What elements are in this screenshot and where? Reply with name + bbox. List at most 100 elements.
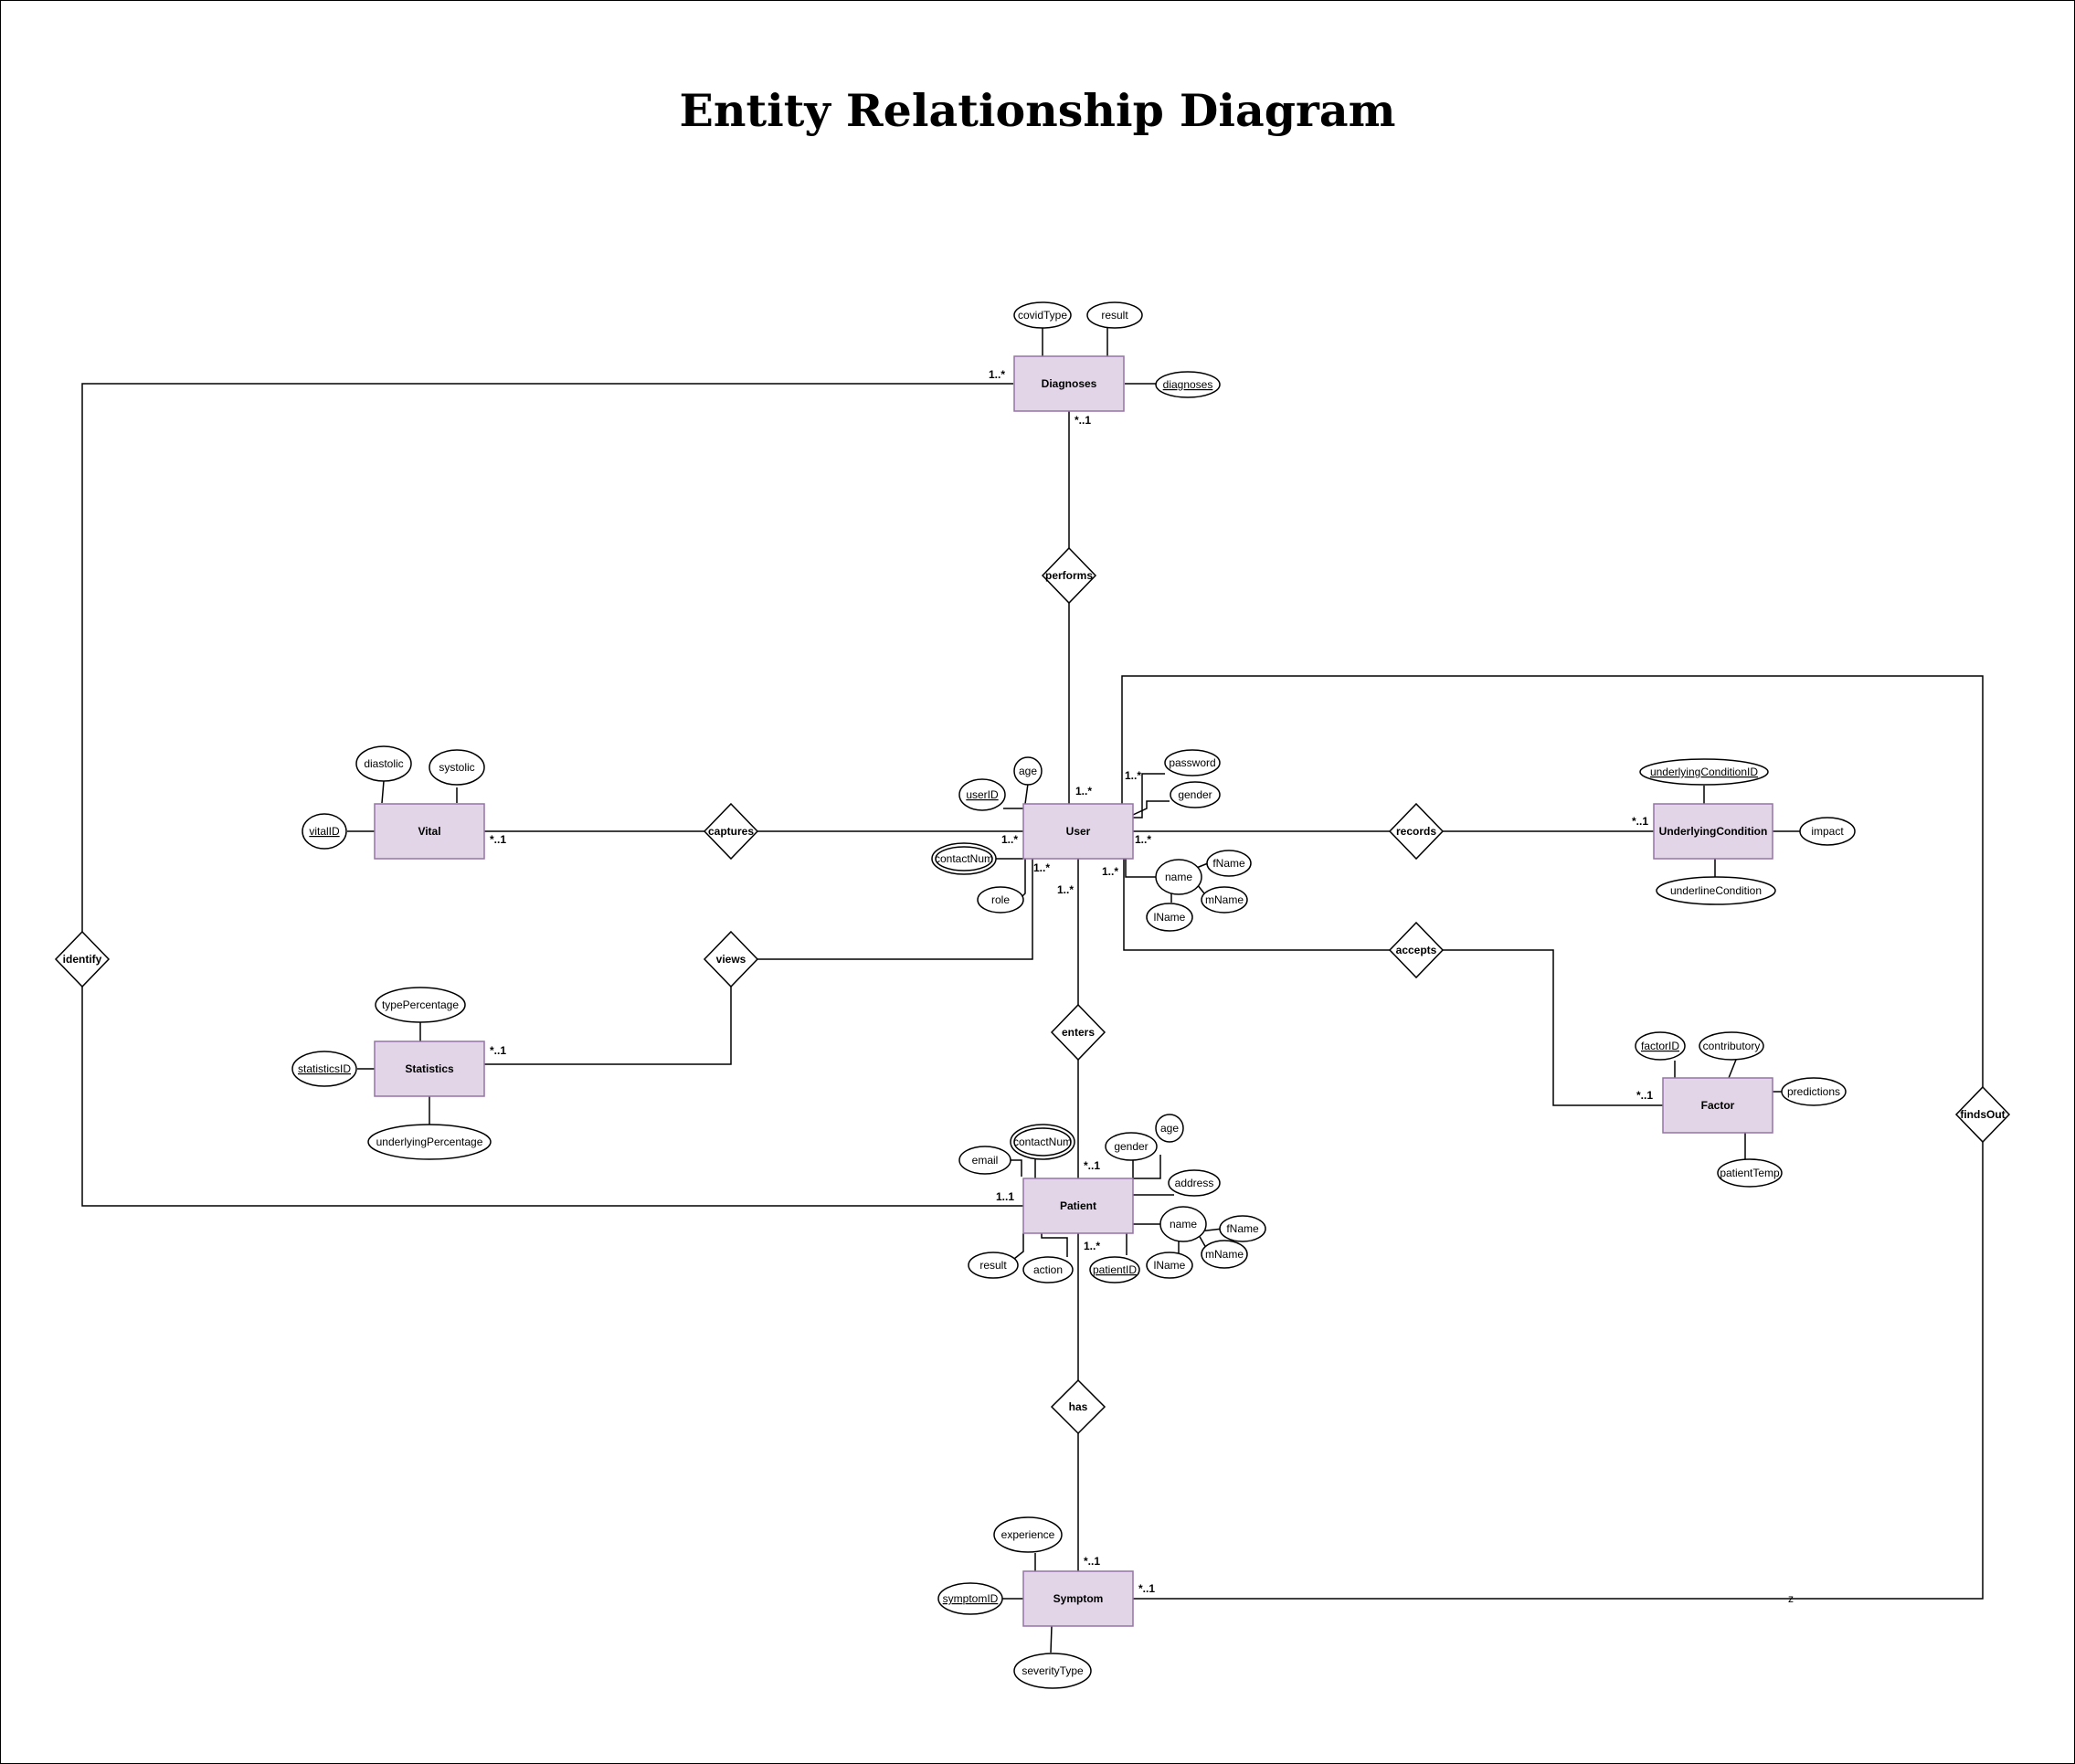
entity-patient[interactable]: Patient [1022,1178,1134,1234]
card-patient-enters: *..1 [1084,1159,1100,1172]
card-patient-has: 1..* [1084,1240,1100,1252]
svg-text:UnderlyingCondition: UnderlyingCondition [1659,825,1768,838]
svg-text:contactNum: contactNum [1013,1136,1072,1148]
relationship-accepts[interactable]: accepts [1388,921,1445,979]
svg-text:experience: experience [1001,1528,1055,1541]
svg-text:Diagnoses: Diagnoses [1042,377,1097,390]
svg-text:gender: gender [1114,1140,1148,1153]
svg-text:Patient: Patient [1060,1199,1096,1212]
card-user-performs: 1..* [1075,785,1092,797]
svg-text:role: role [991,893,1010,906]
relationship-performs[interactable]: performs [1041,546,1097,605]
svg-text:records: records [1396,825,1436,838]
svg-text:age: age [1019,765,1037,777]
card-diagnoses-identify: 1..* [989,368,1005,381]
svg-text:address: address [1175,1177,1214,1189]
entity-diagnoses[interactable]: Diagnoses [1013,355,1125,412]
card-symptom-findsout: *..1 [1138,1582,1155,1595]
card-user-captures: 1..* [1001,833,1018,846]
edge-identify-patient [81,987,1023,1207]
svg-text:name: name [1170,1218,1197,1231]
relationship-records[interactable]: records [1388,802,1445,861]
attr-symptom-severitytype: severityType [1013,1653,1092,1689]
relationship-findsout[interactable]: findsOut [1954,1085,2011,1144]
card-underlying-records: *..1 [1632,815,1648,828]
card-diagnoses-performs: *..1 [1075,414,1091,427]
attr-user-lname: lName [1146,903,1193,932]
edge-views-statistics [484,987,732,1065]
attr-user-fname: fName [1206,850,1252,877]
diagram-title: Entity Relationship Diagram [679,84,1396,137]
edge-user-views [757,859,1033,960]
svg-text:severityType: severityType [1022,1664,1084,1677]
attr-diagnoses-covidtype: covidType [1013,301,1072,329]
attr-underlying-impact: impact [1799,817,1856,846]
attr-patient-fname: fName [1219,1215,1266,1242]
connectors [81,327,1984,1653]
svg-text:views: views [716,953,746,966]
attr-user-mname: mName [1201,886,1248,914]
card-symptom-has: *..1 [1084,1555,1100,1568]
attr-user-age: age [1013,756,1043,786]
svg-text:gender: gender [1178,788,1212,801]
svg-text:result: result [1101,309,1128,322]
svg-text:accepts: accepts [1396,944,1437,956]
svg-text:impact: impact [1811,825,1844,838]
entity-underlying-condition[interactable]: UnderlyingCondition [1653,803,1773,860]
relationship-identify[interactable]: identify [54,930,111,988]
attr-symptom-symptomid-key: symptomID [937,1582,1003,1615]
svg-text:symptomID: symptomID [943,1592,999,1605]
relationship-has[interactable]: has [1050,1378,1106,1435]
attr-patient-age: age [1155,1114,1184,1143]
svg-text:lName: lName [1154,1259,1186,1272]
svg-text:diagnoses: diagnoses [1163,378,1213,391]
svg-text:systolic: systolic [439,761,474,774]
svg-text:Symptom: Symptom [1053,1592,1104,1605]
relationship-views[interactable]: views [703,930,759,988]
relationship-enters[interactable]: enters [1050,1003,1106,1062]
attr-underlying-id-key: underlyingConditionID [1639,758,1769,786]
attr-patient-mname: mName [1201,1240,1248,1269]
svg-text:userID: userID [966,788,999,801]
card-user-findsout: 1..* [1125,769,1141,782]
svg-text:patientTemp: patientTemp [1720,1167,1780,1179]
attr-patient-contactnum-multivalued: contactNum [1010,1124,1075,1160]
card-user-enters: 1..* [1057,883,1074,896]
svg-text:lName: lName [1154,911,1186,924]
attr-statistics-typepercentage: typePercentage [375,987,466,1023]
attr-diagnoses-diagnoses-key: diagnoses [1155,371,1221,398]
svg-text:predictions: predictions [1787,1085,1840,1098]
cardinality-labels: 1..* *..1 1..* 1..* 1..* 1..* 1..* 1..* … [490,368,1794,1605]
entity-vital[interactable]: Vital [374,803,485,860]
entity-symptom[interactable]: Symptom [1022,1570,1134,1627]
svg-text:statisticsID: statisticsID [298,1062,351,1075]
attr-user-name: name [1155,859,1202,895]
attr-factor-contributory: contributory [1699,1031,1764,1061]
attr-factor-predictions: predictions [1781,1077,1847,1106]
card-user-accepts: 1..* [1102,865,1118,878]
entity-user[interactable]: User [1022,803,1134,860]
entity-factor[interactable]: Factor [1662,1077,1773,1134]
svg-text:underlyingPercentage: underlyingPercentage [376,1136,483,1148]
card-vital-captures: *..1 [490,833,506,846]
svg-text:fName: fName [1226,1222,1259,1235]
attr-user-role: role [977,886,1024,914]
card-patient-identify: 1..1 [996,1190,1014,1203]
svg-text:vitalID: vitalID [309,825,340,838]
svg-text:patientID: patientID [1093,1263,1137,1276]
attr-factor-factorid-key: factorID [1635,1031,1686,1061]
svg-text:underlyingConditionID: underlyingConditionID [1650,766,1758,778]
attr-vital-vitalid-key: vitalID [302,813,347,850]
attr-user-contactnum-multivalued: contactNum [931,842,997,875]
entity-statistics[interactable]: Statistics [374,1040,485,1097]
edge-user-findsout [1121,675,1984,1087]
relationship-captures[interactable]: captures [703,802,759,861]
svg-text:contributory: contributory [1703,1040,1761,1052]
svg-text:Factor: Factor [1701,1099,1735,1112]
attr-underlying-underlinecondition: underlineCondition [1656,876,1776,905]
svg-text:identify: identify [63,953,102,966]
attr-patient-patientid-key: patientID [1089,1256,1140,1283]
svg-text:Statistics: Statistics [405,1062,454,1075]
attr-patient-lname: lName [1146,1252,1193,1279]
attr-patient-action: action [1022,1256,1074,1283]
